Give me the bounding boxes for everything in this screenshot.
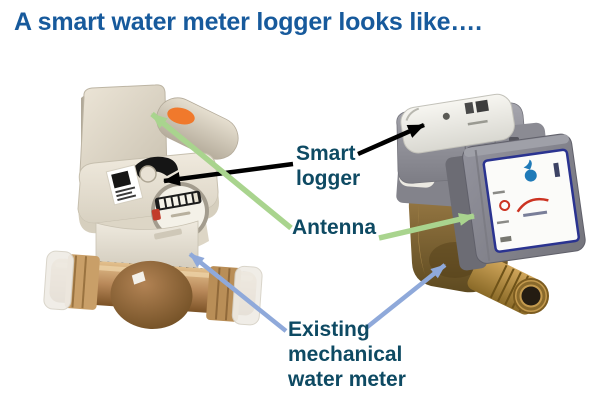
existing-meter-label: Existing mechanical water meter bbox=[288, 317, 406, 392]
right-meter-photo bbox=[396, 93, 586, 315]
antenna-label-line1: Antenna bbox=[292, 216, 376, 239]
existing-meter-label-line3: water meter bbox=[288, 368, 406, 391]
page-title: A smart water meter logger looks like…. bbox=[14, 8, 482, 36]
water-drop-logo-icon bbox=[523, 159, 537, 182]
smart-logger-label-line1: Smart bbox=[296, 142, 356, 165]
left-brass-pipe bbox=[43, 250, 263, 329]
existing-meter-label-line2: mechanical bbox=[288, 343, 403, 366]
left-barcode-label bbox=[105, 164, 144, 206]
antenna-label: Antenna bbox=[292, 215, 376, 240]
left-meter-photo bbox=[43, 84, 263, 329]
right-antenna-box bbox=[445, 133, 586, 271]
smart-logger-label: Smart logger bbox=[296, 141, 360, 191]
right-threaded-pipe bbox=[467, 254, 549, 315]
smart-logger-label-line2: logger bbox=[296, 167, 361, 190]
existing-meter-label-line1: Existing bbox=[288, 318, 370, 341]
left-button bbox=[139, 165, 157, 183]
